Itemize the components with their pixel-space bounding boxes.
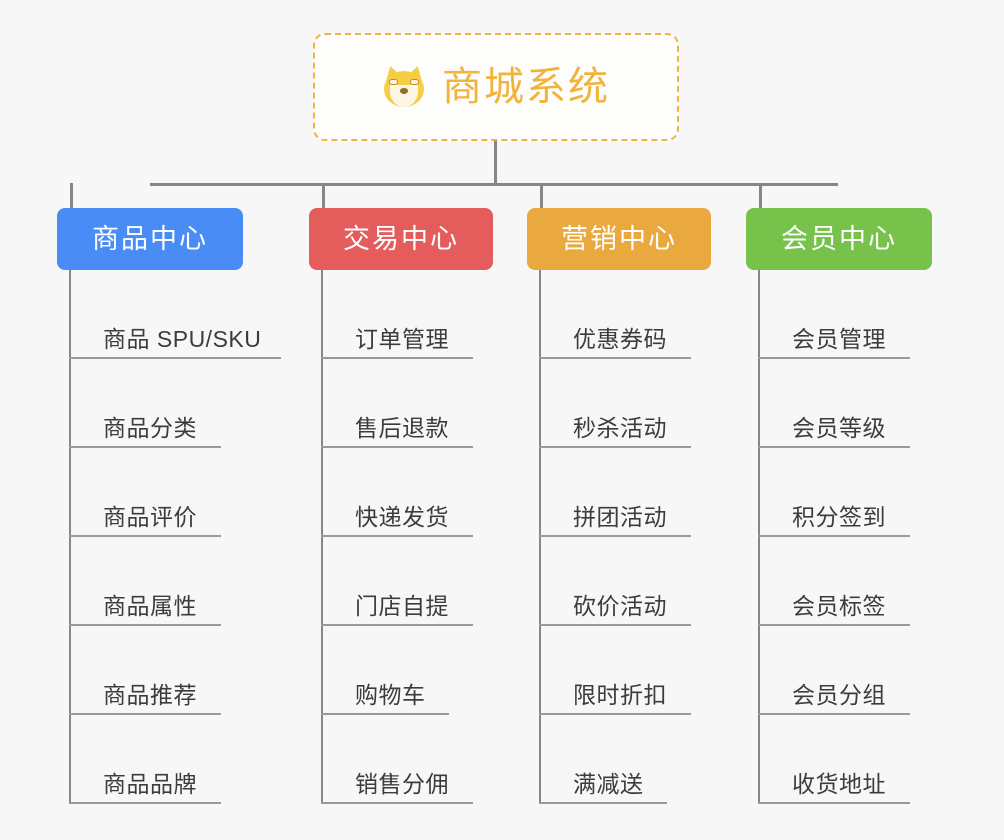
leaf-spine <box>321 270 323 804</box>
leaf-label: 满减送 <box>573 770 644 797</box>
leaf-label: 快递发货 <box>355 503 449 530</box>
leaf-item[interactable]: 秒杀活动 <box>539 359 691 448</box>
leaf-label: 商品推荐 <box>103 681 197 708</box>
leaf-label: 优惠券码 <box>573 325 667 352</box>
leaf-label: 会员分组 <box>792 681 886 708</box>
leaf-label: 拼团活动 <box>573 503 667 530</box>
leaf-item[interactable]: 收货地址 <box>758 715 910 804</box>
connector-root-stem <box>494 141 497 185</box>
leaf-label: 商品分类 <box>103 414 197 441</box>
connector-stem-3 <box>540 183 543 208</box>
leaf-label: 限时折扣 <box>573 681 667 708</box>
leaf-label: 商品品牌 <box>103 770 197 797</box>
category-column-2: 交易中心订单管理售后退款快递发货门店自提购物车销售分佣 <box>309 208 493 804</box>
category-column-3: 营销中心优惠券码秒杀活动拼团活动砍价活动限时折扣满减送 <box>527 208 711 804</box>
leaf-item[interactable]: 积分签到 <box>758 448 910 537</box>
category-label: 会员中心 <box>781 223 897 254</box>
leaf-group-4: 会员管理会员等级积分签到会员标签会员分组收货地址 <box>758 270 932 804</box>
leaf-item[interactable]: 售后退款 <box>321 359 473 448</box>
leaf-item[interactable]: 限时折扣 <box>539 626 691 715</box>
leaf-label: 秒杀活动 <box>573 414 667 441</box>
category-label: 商品中心 <box>92 223 208 254</box>
leaf-label: 订单管理 <box>355 325 449 352</box>
leaf-group-3: 优惠券码秒杀活动拼团活动砍价活动限时折扣满减送 <box>539 270 711 804</box>
leaf-spine <box>539 270 541 804</box>
category-column-1: 商品中心商品 SPU/SKU 商品分类商品评价商品属性商品推荐商品品牌 <box>57 208 281 804</box>
category-box-2[interactable]: 交易中心 <box>309 208 493 270</box>
leaf-label: 销售分佣 <box>355 770 449 797</box>
leaf-item[interactable]: 会员标签 <box>758 537 910 626</box>
shiba-dog-face-icon <box>382 64 428 110</box>
leaf-label: 会员标签 <box>792 592 886 619</box>
connector-horizontal-bus <box>150 183 838 186</box>
connector-stem-4 <box>759 183 762 208</box>
leaf-label: 商品属性 <box>103 592 197 619</box>
leaf-item[interactable]: 商品评价 <box>69 448 221 537</box>
leaf-label: 售后退款 <box>355 414 449 441</box>
leaf-item[interactable]: 销售分佣 <box>321 715 473 804</box>
leaf-label: 收货地址 <box>792 770 886 797</box>
leaf-label: 积分签到 <box>792 503 886 530</box>
leaf-item[interactable]: 商品品牌 <box>69 715 221 804</box>
leaf-item[interactable]: 快递发货 <box>321 448 473 537</box>
category-label: 交易中心 <box>343 223 459 254</box>
leaf-label: 门店自提 <box>355 592 449 619</box>
leaf-group-2: 订单管理售后退款快递发货门店自提购物车销售分佣 <box>321 270 493 804</box>
category-box-3[interactable]: 营销中心 <box>527 208 711 270</box>
leaf-item[interactable]: 满减送 <box>539 715 667 804</box>
leaf-item[interactable]: 商品分类 <box>69 359 221 448</box>
leaf-label: 会员等级 <box>792 414 886 441</box>
leaf-label: 会员管理 <box>792 325 886 352</box>
connector-stem-1 <box>70 183 73 208</box>
leaf-label: 商品 SPU/SKU <box>103 325 262 352</box>
leaf-item[interactable]: 商品属性 <box>69 537 221 626</box>
connector-stem-2 <box>322 183 325 208</box>
leaf-item[interactable]: 优惠券码 <box>539 270 691 359</box>
leaf-item[interactable]: 购物车 <box>321 626 449 715</box>
category-box-1[interactable]: 商品中心 <box>57 208 243 270</box>
root-node[interactable]: 商城系统 <box>313 33 679 141</box>
leaf-item[interactable]: 会员管理 <box>758 270 910 359</box>
leaf-item[interactable]: 拼团活动 <box>539 448 691 537</box>
leaf-item[interactable]: 会员分组 <box>758 626 910 715</box>
leaf-label: 商品评价 <box>103 503 197 530</box>
leaf-spine <box>69 270 71 804</box>
category-column-4: 会员中心会员管理会员等级积分签到会员标签会员分组收货地址 <box>746 208 932 804</box>
leaf-item[interactable]: 会员等级 <box>758 359 910 448</box>
leaf-item[interactable]: 商品 SPU/SKU <box>69 270 281 359</box>
leaf-item[interactable]: 订单管理 <box>321 270 473 359</box>
leaf-item[interactable]: 砍价活动 <box>539 537 691 626</box>
category-box-4[interactable]: 会员中心 <box>746 208 932 270</box>
category-label: 营销中心 <box>561 223 677 254</box>
leaf-item[interactable]: 门店自提 <box>321 537 473 626</box>
leaf-item[interactable]: 商品推荐 <box>69 626 221 715</box>
leaf-label: 砍价活动 <box>573 592 667 619</box>
leaf-label: 购物车 <box>355 681 426 708</box>
leaf-group-1: 商品 SPU/SKU 商品分类商品评价商品属性商品推荐商品品牌 <box>69 270 281 804</box>
root-title: 商城系统 <box>442 65 610 109</box>
leaf-spine <box>758 270 760 804</box>
